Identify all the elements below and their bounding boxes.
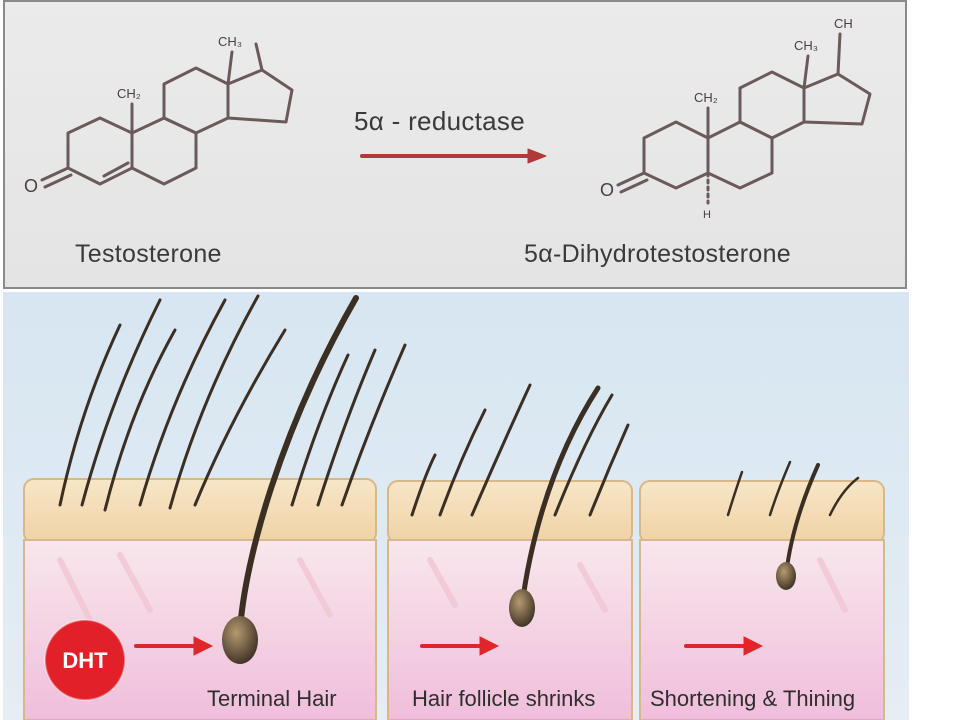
caption-shortening-thinning: Shortening & Thining xyxy=(650,686,856,711)
skin-section-2 xyxy=(387,480,633,720)
testosterone-structure xyxy=(40,42,294,189)
shrinking-hairs xyxy=(410,383,630,517)
skin-section-3 xyxy=(639,480,885,720)
terminal-hair-main xyxy=(237,295,359,633)
dht-side-label: CH xyxy=(834,16,853,31)
dht-methyl-upper-label: CH₃ xyxy=(794,38,818,53)
dht-badge-label: DHT xyxy=(62,648,108,673)
thinning-hairs xyxy=(726,460,860,517)
reaction-panel xyxy=(3,0,907,289)
thinning-hair-bulb xyxy=(776,562,796,590)
reactant-name: Testosterone xyxy=(75,240,222,268)
terminal-hairs xyxy=(58,294,407,512)
arrow-to-thinning xyxy=(684,636,764,656)
product-name: 5α-Dihydrotestosterone xyxy=(524,240,792,268)
dihydrotestosterone-structure xyxy=(616,32,872,205)
terminal-hair-bulb xyxy=(222,616,258,664)
shrinking-hair-bulb xyxy=(509,589,535,627)
testosterone-methyl-lower-label: CH₂ xyxy=(117,86,141,101)
dht-methyl-lower-label: CH₂ xyxy=(694,90,718,105)
testosterone-methyl-upper-label: CH₃ xyxy=(218,34,242,49)
dht-badge-circle xyxy=(45,620,125,700)
arrow-to-follicle-shrink xyxy=(420,636,500,656)
testosterone-carbonyl-label: O xyxy=(24,176,38,196)
arrow-to-terminal-hair xyxy=(134,636,214,656)
dht-hydrogen-label: H xyxy=(703,209,711,221)
caption-follicle-shrinks: Hair follicle shrinks xyxy=(412,686,596,711)
enzyme-label: 5α - reductase xyxy=(354,106,525,136)
shrinking-hair-main xyxy=(519,385,601,608)
caption-terminal-hair: Terminal Hair xyxy=(207,686,337,711)
dht-carbonyl-label: O xyxy=(600,180,614,200)
